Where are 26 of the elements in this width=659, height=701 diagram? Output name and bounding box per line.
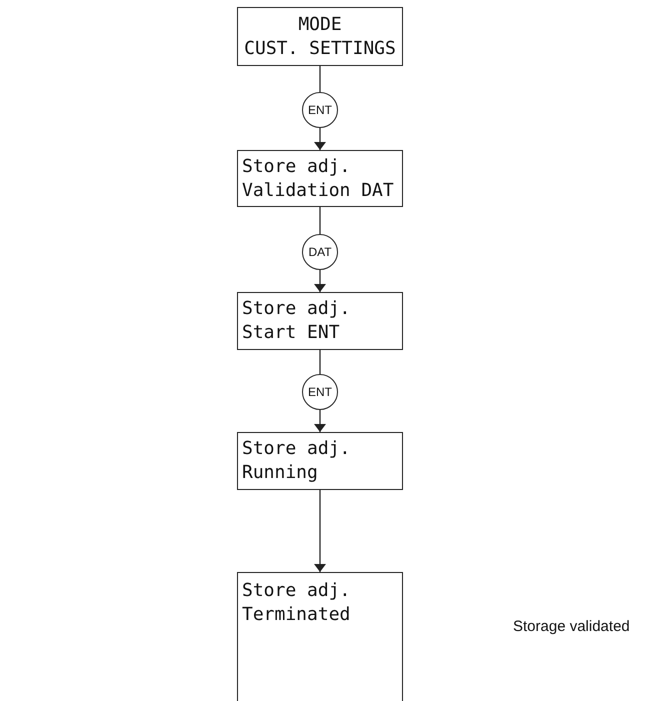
connector-line — [314, 270, 326, 292]
key-label: DAT — [308, 246, 332, 258]
connector-line — [314, 490, 326, 572]
display-box — [237, 572, 403, 701]
display-text: Store adj. — [242, 437, 352, 461]
connector-line — [314, 128, 326, 150]
key-label: ENT — [308, 104, 332, 116]
connector-line — [314, 410, 326, 432]
status-note: Storage validated — [513, 617, 630, 637]
display-text: MODE — [297, 12, 343, 36]
display-text: Store adj. — [242, 154, 352, 178]
display-text: Running — [242, 461, 319, 485]
connector-line — [319, 66, 321, 92]
display-text: CUST. SETTINGS — [243, 36, 397, 60]
display-text: Store adj. — [242, 579, 352, 603]
display-box — [237, 7, 403, 66]
display-text: Store adj. — [242, 297, 352, 321]
display-text: Terminated — [242, 603, 352, 627]
key-label: ENT — [308, 386, 332, 398]
display-box — [237, 292, 403, 350]
connector-line — [319, 207, 321, 234]
display-box — [237, 432, 403, 490]
display-text: Start ENT — [242, 321, 341, 345]
connector-line — [319, 350, 321, 374]
display-box — [237, 150, 403, 207]
display-text: Validation DAT — [242, 178, 395, 202]
